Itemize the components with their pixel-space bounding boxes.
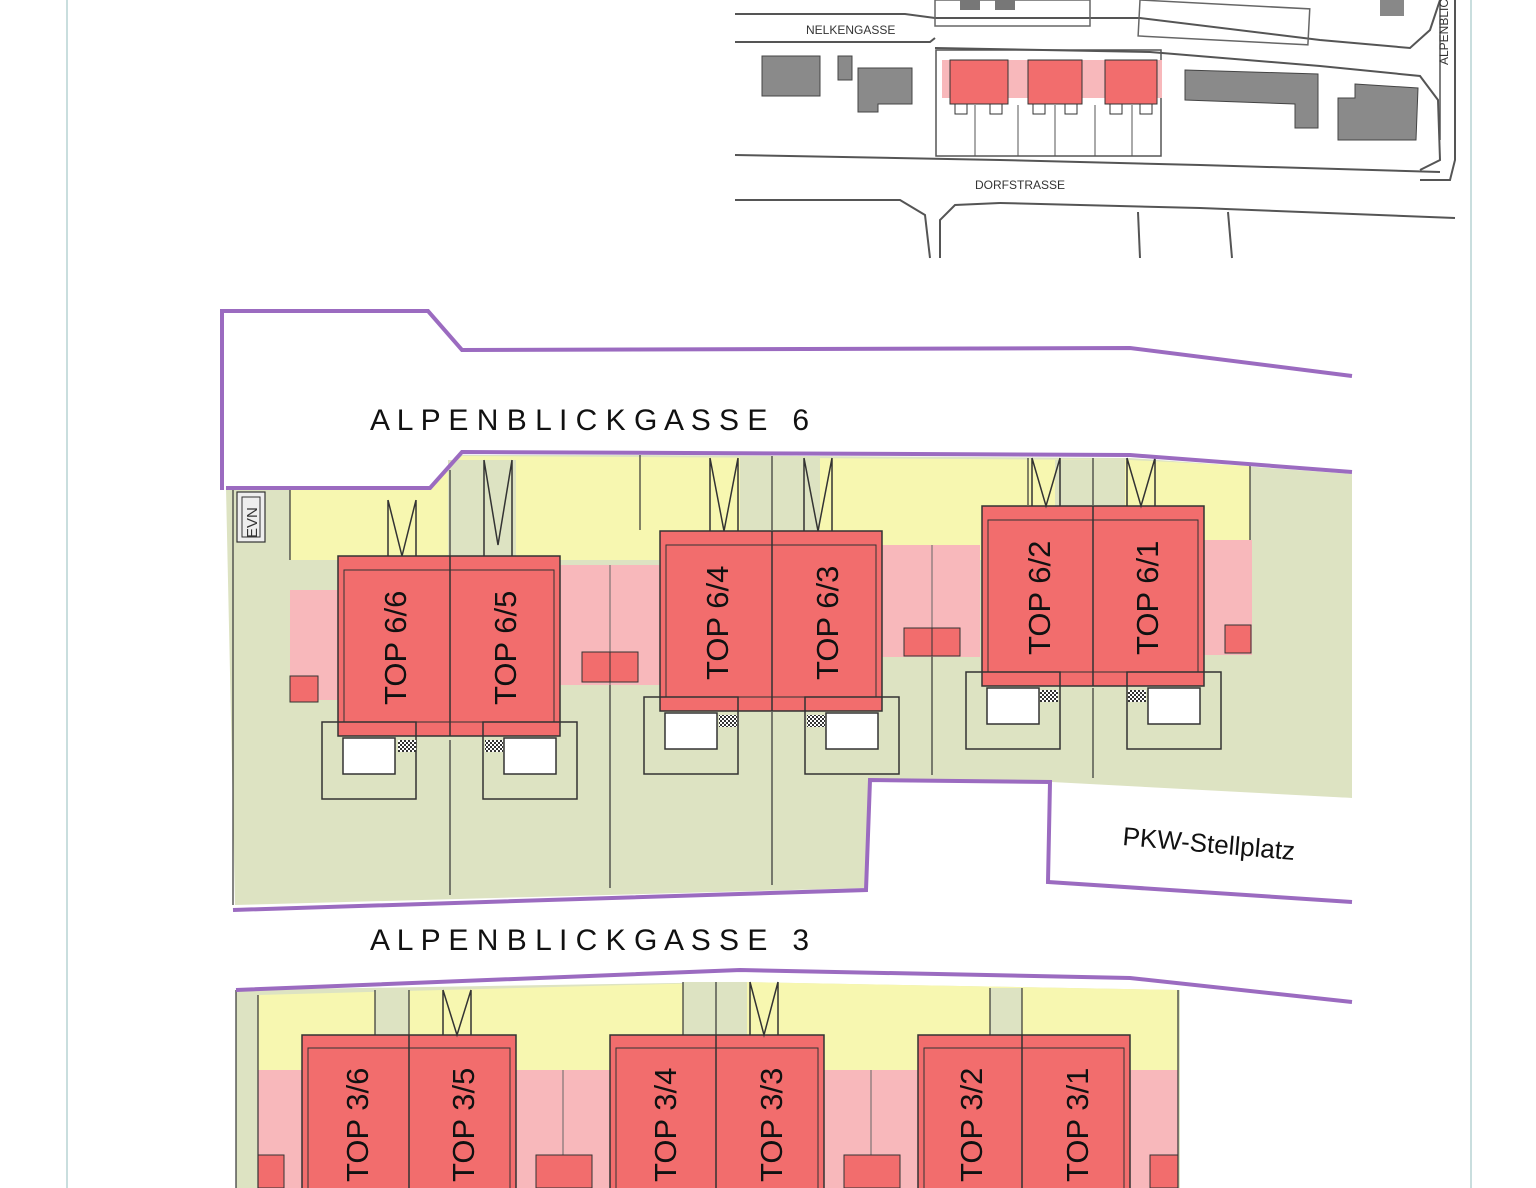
boundary-lines-3 — [235, 967, 1353, 1004]
street-dorfstrasse: DORFSTRASSE — [975, 178, 1065, 192]
unit-label-3-5: TOP 3/5 — [446, 1068, 481, 1182]
overview-map: NELKENGASSE DORFSTRASSE ALPENBLICKGASSE — [734, 0, 1456, 259]
street-alpenblickgasse-vertical: ALPENBLICKGASSE — [1437, 0, 1451, 65]
street-alpenblickgasse-6: A L P E N B L I C K G A S S E 6 — [370, 404, 809, 437]
unit-label-3-6: TOP 3/6 — [340, 1068, 375, 1182]
unit-label-6-3: TOP 6/3 — [810, 566, 845, 680]
unit-label-6-5: TOP 6/5 — [488, 591, 523, 705]
unit-label-6-4: TOP 6/4 — [700, 566, 735, 680]
unit-label-3-4: TOP 3/4 — [648, 1068, 683, 1182]
entrance-marks-6 — [387, 457, 1156, 557]
unit-label-3-1: TOP 3/1 — [1060, 1068, 1095, 1182]
site-block-6: TOP 6/6 TOP 6/5 TOP 6/4 TOP 6/3 TOP 6/2 … — [226, 455, 1352, 905]
boundary-lines-6 — [220, 309, 1353, 912]
unit-label-6-2: TOP 6/2 — [1022, 541, 1057, 655]
yard-boxes-6 — [321, 671, 1222, 800]
unit-label-6-1: TOP 6/1 — [1130, 541, 1165, 655]
unit-label-3-2: TOP 3/2 — [954, 1068, 989, 1182]
street-alpenblickgasse-3: A L P E N B L I C K G A S S E 3 — [370, 924, 809, 957]
unit-label-6-6: TOP 6/6 — [378, 591, 413, 705]
evn-label: EVN — [244, 507, 261, 538]
units-row-6: TOP 6/6 TOP 6/5 TOP 6/4 TOP 6/3 TOP 6/2 … — [337, 505, 1205, 737]
site-block-3: TOP 3/6 TOP 3/5 TOP 3/4 TOP 3/3 TOP 3/2 … — [235, 981, 1180, 1188]
page-frame — [66, 0, 1472, 1188]
unit-label-3-3: TOP 3/3 — [754, 1068, 789, 1182]
units-row-3: TOP 3/6 TOP 3/5 TOP 3/4 TOP 3/3 TOP 3/2 … — [301, 1034, 1131, 1188]
grid-marks-6 — [398, 690, 1146, 752]
street-nelkengasse: NELKENGASSE — [806, 23, 895, 37]
entrance-marks-3 — [442, 981, 779, 1038]
